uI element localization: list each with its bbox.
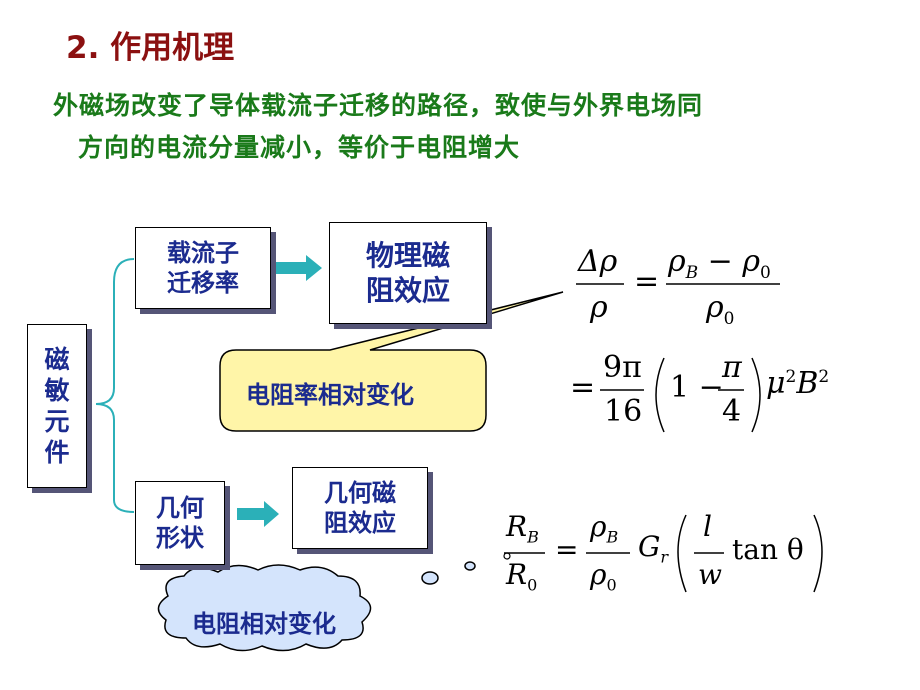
root-node-label: 磁 敏 元 件 xyxy=(44,344,70,468)
eq2-inner: 1 − xyxy=(670,370,724,405)
eq2-mu-sup: 2 xyxy=(785,367,797,387)
eq1-rhs-num: ρB − ρ0 xyxy=(668,244,771,283)
eq1-lhs-num: Δρ xyxy=(578,244,618,279)
callout-top-shape xyxy=(219,291,564,432)
eq2-four: 4 xyxy=(722,394,742,429)
thought-bubble-large xyxy=(421,571,439,585)
eq3-rho-den: ρ0 xyxy=(590,558,617,595)
eq1-lhs-den: ρ xyxy=(590,290,608,325)
callout-cloud-shape xyxy=(157,564,372,652)
arrow-bottom-icon xyxy=(237,501,279,527)
root-node-box: 磁 敏 元 件 xyxy=(27,324,87,488)
eq1-minus-rho: − ρ xyxy=(698,244,760,279)
branch-top-box: 载流子 迁移率 xyxy=(135,227,271,309)
eq3-right-paren xyxy=(813,514,823,593)
eq2-pi: π xyxy=(722,350,742,385)
eq2-b-sup: 2 xyxy=(818,367,830,387)
eq2-num: 9π xyxy=(603,350,642,385)
thought-bubble-medium xyxy=(464,561,476,571)
eq3-rho-b: ρ xyxy=(590,510,607,543)
arrow-top-icon xyxy=(276,255,322,281)
description-line-2: 方向的电流分量减小，等价于电阻增大 xyxy=(78,133,521,162)
eq2-equals: = xyxy=(570,370,596,405)
brace-connector xyxy=(95,258,135,513)
eq3-equals: = xyxy=(555,533,579,566)
eq3-r-0: R xyxy=(506,558,528,591)
branch-top-label: 载流子 迁移率 xyxy=(167,239,239,297)
eq2-tail: μ2B2 xyxy=(766,366,829,401)
callout-top-text: 电阻率相对变化 xyxy=(246,381,414,409)
description-line-1: 外磁场改变了导体载流子迁移的路径，致使与外界电场同 xyxy=(53,91,704,120)
eq2-right-paren xyxy=(751,357,761,433)
eq3-g: Gr xyxy=(638,530,668,567)
eq3-lhs-den: R0 xyxy=(506,558,537,595)
eq3-r-0-sub: 0 xyxy=(527,575,538,595)
eq1-equals: = xyxy=(634,264,660,299)
eq3-g-letter: G xyxy=(638,530,661,563)
eq3-l: l xyxy=(703,510,712,543)
eq3-rho-0: ρ xyxy=(590,558,607,591)
result-bottom-box: 几何磁 阻效应 xyxy=(292,467,428,549)
eq2-left-paren xyxy=(655,357,665,433)
eq3-r-b: R xyxy=(506,510,528,543)
page-title: 2. 作用机理 xyxy=(66,30,235,66)
eq2-den: 16 xyxy=(604,394,643,429)
eq1-rho0-sub: 0 xyxy=(760,263,771,283)
eq1-rho-b: ρ xyxy=(668,244,686,279)
eq2-mu: μ xyxy=(766,366,786,401)
eq3-left-paren xyxy=(677,514,687,593)
eq3-lhs-num: RB xyxy=(506,510,539,547)
eq3-w: w xyxy=(698,558,722,591)
eq3-g-sub: r xyxy=(660,547,669,567)
result-top-box: 物理磁 阻效应 xyxy=(329,222,487,324)
branch-bottom-box: 几何 形状 xyxy=(135,481,225,565)
eq3-rho-0-sub: 0 xyxy=(606,575,617,595)
eq1-rhs-den: ρ0 xyxy=(706,290,734,329)
result-bottom-label: 几何磁 阻效应 xyxy=(324,479,396,537)
eq3-tan: tan θ xyxy=(732,533,804,566)
branch-bottom-label: 几何 形状 xyxy=(156,494,204,552)
eq1-rho-b-sub: B xyxy=(685,263,699,283)
eq1-den-rho: ρ xyxy=(706,290,724,325)
eq3-r-b-sub: B xyxy=(527,527,539,547)
eq2-b: B xyxy=(796,366,819,401)
callout-bottom-text: 电阻相对变化 xyxy=(192,610,336,638)
eq3-rho-num: ρB xyxy=(590,510,618,547)
result-top-label: 物理磁 阻效应 xyxy=(365,239,450,307)
eq1-den-sub: 0 xyxy=(723,309,735,329)
eq3-rho-b-sub: B xyxy=(606,527,619,547)
